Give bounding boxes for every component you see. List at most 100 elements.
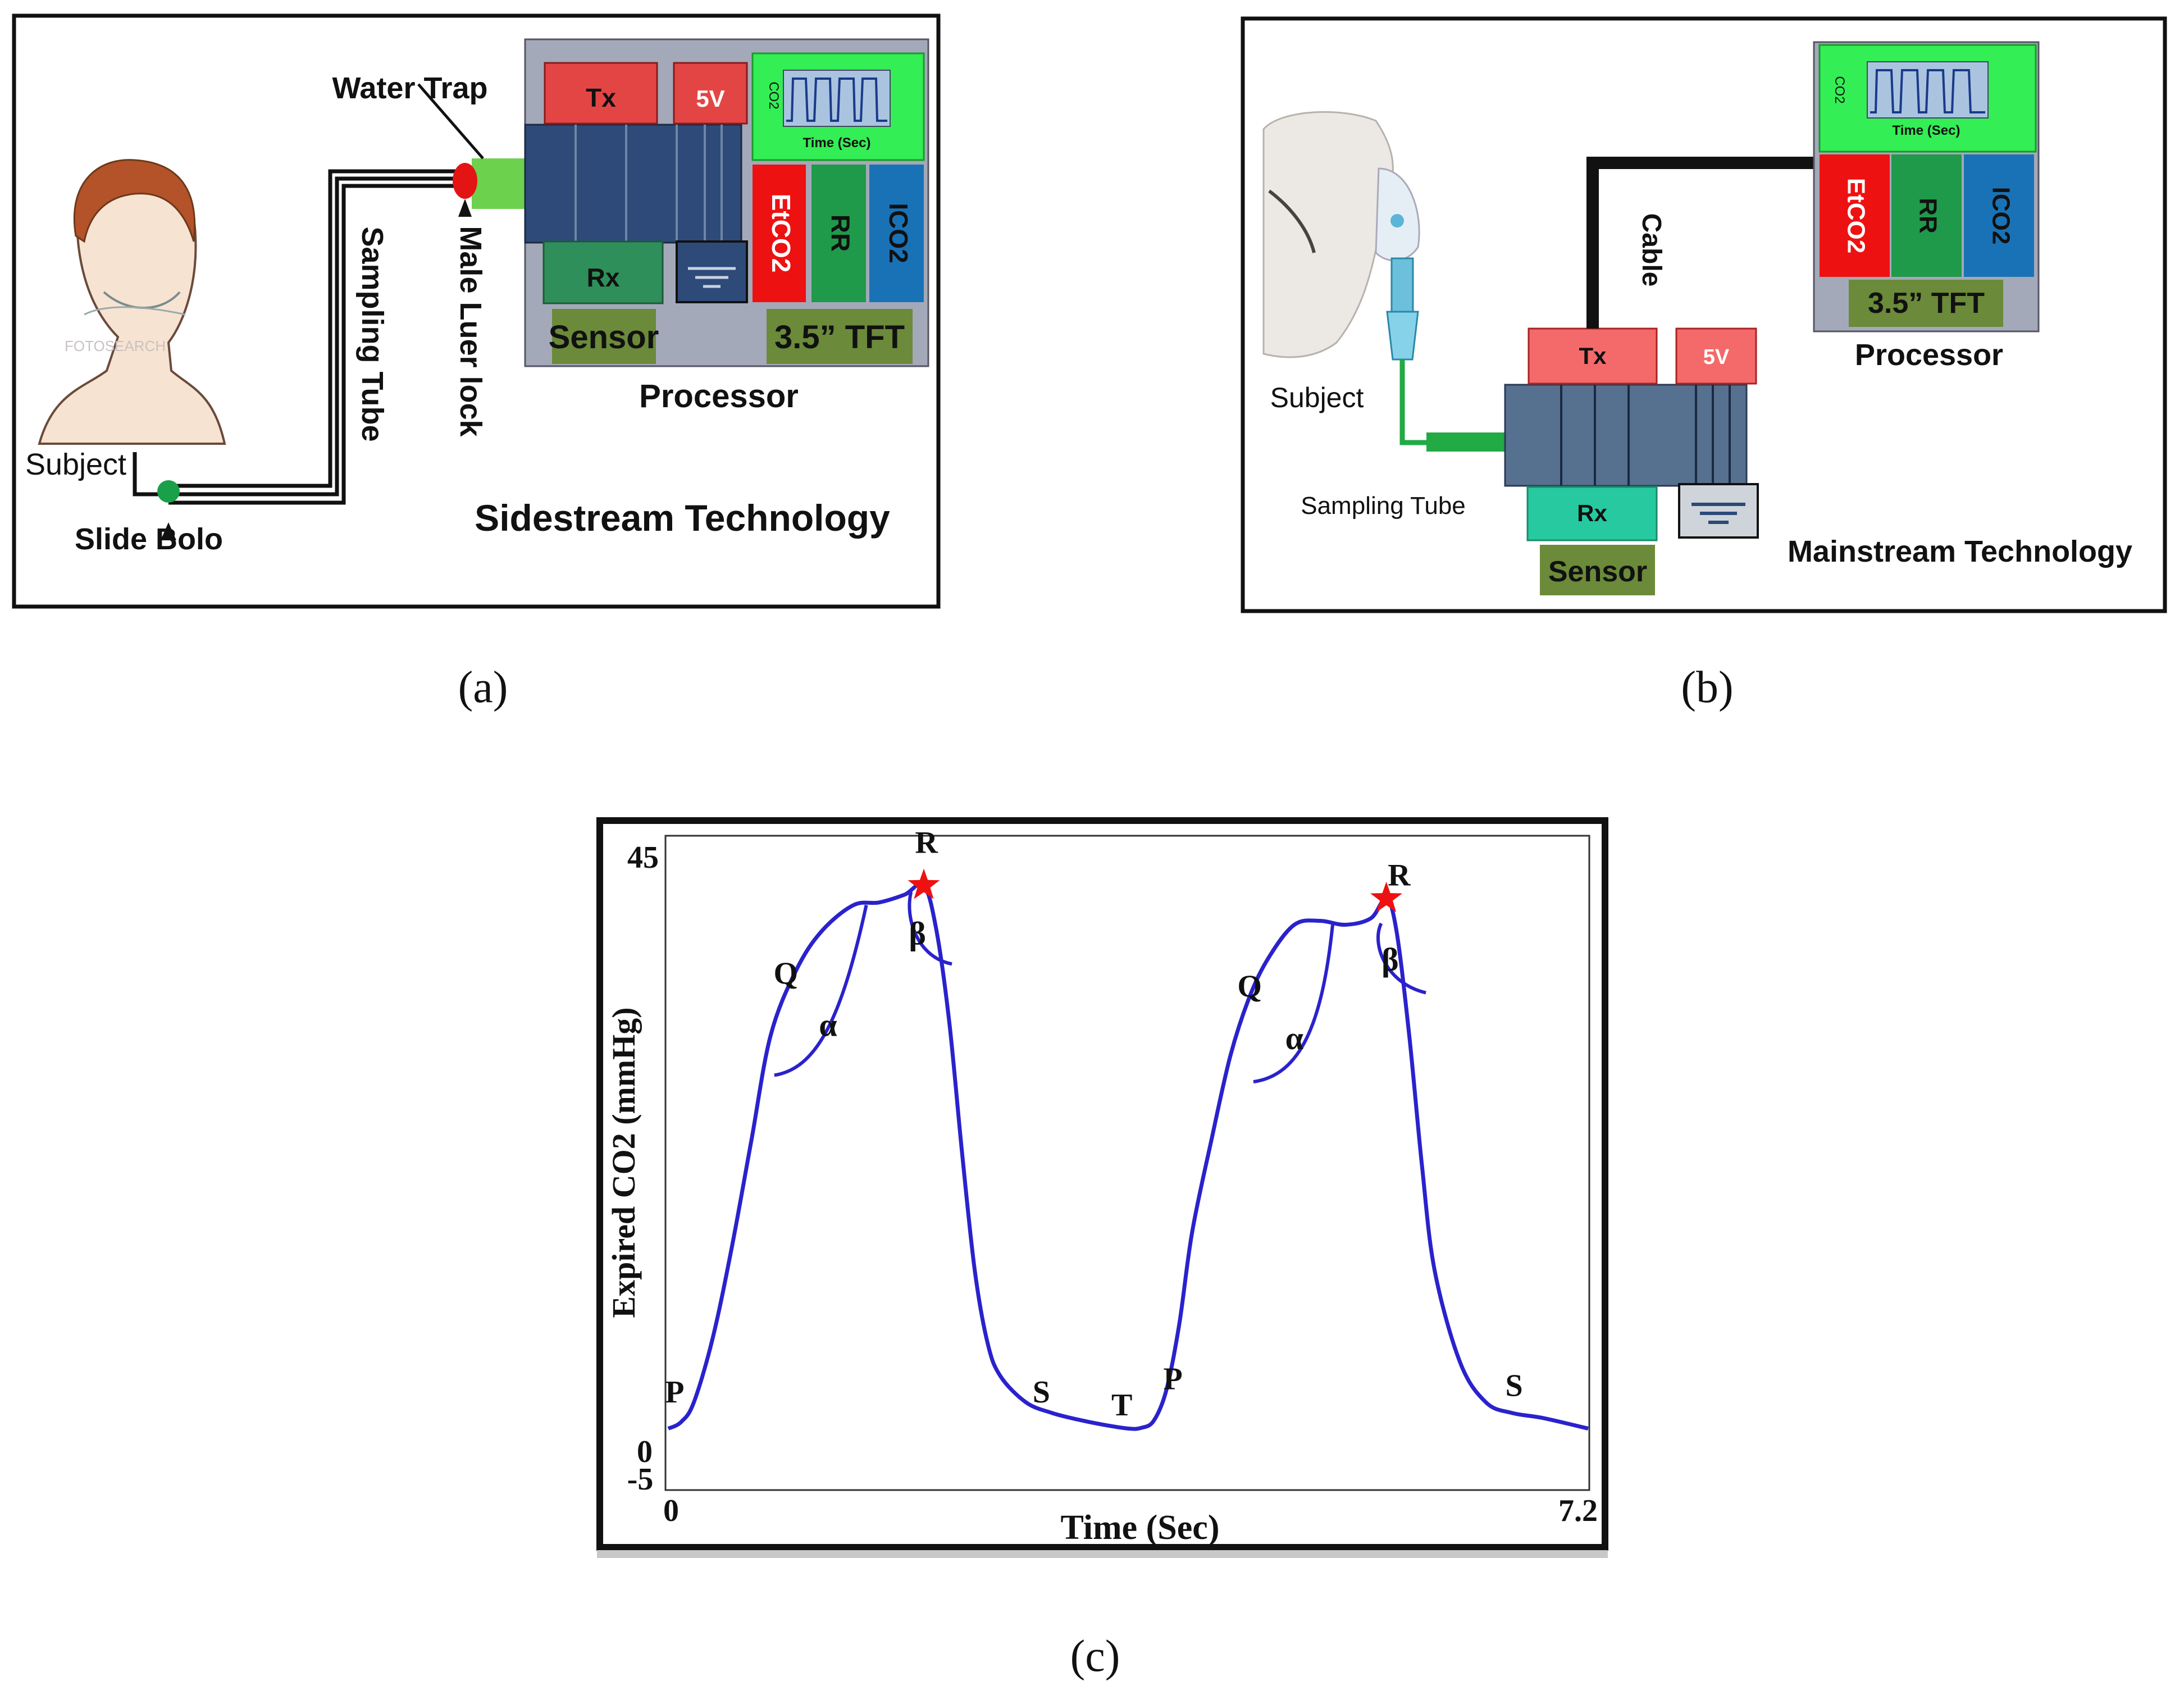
male-luer-lock-connector	[453, 163, 477, 199]
subject-label-b: Subject	[1270, 382, 1364, 413]
subject-label: Subject	[25, 448, 126, 481]
rr-tile-b	[1891, 154, 1962, 277]
plot-area	[664, 835, 1590, 1491]
slide-bolo-arrow	[161, 522, 176, 540]
rx-box	[542, 240, 664, 304]
annotation-2: Q	[774, 956, 799, 991]
y-axis-label: Expired CO2 (mmHg)	[605, 1007, 642, 1318]
processor-label: Processor	[639, 378, 799, 414]
subject-head-illustration: FOTOSEARCH	[38, 159, 226, 445]
ico2-label: ICO2	[884, 203, 913, 263]
capnogram-curve	[667, 882, 1589, 1431]
annotation-7: T	[1111, 1388, 1132, 1423]
screen-time-label-b: Time (Sec)	[1893, 123, 1960, 138]
caption-a: (a)	[458, 663, 508, 712]
cable-label: Cable	[1636, 213, 1666, 287]
screen-time-label: Time (Sec)	[803, 135, 871, 151]
tft-label: 3.5” TFT	[774, 319, 905, 356]
annotation-8: P	[1164, 1362, 1183, 1397]
5v-box-b	[1675, 327, 1757, 385]
ground-icon-b	[1691, 503, 1745, 524]
annotation-3: α	[819, 1007, 837, 1044]
cable-line	[1586, 157, 1820, 329]
peak-star-marker-2	[1370, 881, 1403, 913]
annotation-5: β	[909, 915, 926, 951]
sampling-tube-label: Sampling Tube	[355, 226, 389, 441]
annotation-10: α	[1285, 1020, 1303, 1056]
chart-frame-shadow	[597, 1550, 1608, 1558]
x-axis-label: Time (Sec)	[1061, 1509, 1220, 1547]
y-tick-label-max: 45	[627, 840, 659, 875]
rx-label: Rx	[587, 263, 620, 292]
sensor-label-b: Sensor	[1548, 555, 1647, 588]
beta-arc-1	[908, 891, 952, 966]
mainstream-connector	[1426, 432, 1505, 452]
etco2-label-b: EtCO2	[1842, 178, 1870, 253]
y-tick-label-zero: 0	[637, 1434, 653, 1469]
5v-box	[673, 62, 748, 125]
panel-b-mainstream: Subject Sampling Tube Sensor Tx 5V Rx Ca…	[1241, 16, 2167, 613]
annotation-1: P	[665, 1375, 684, 1410]
ground-symbol-box	[676, 240, 748, 303]
sensor-block-dividers	[575, 125, 723, 243]
subject-head-mask-illustration	[1262, 111, 1420, 361]
etco2-tile	[753, 165, 806, 302]
annotation-11: R	[1388, 858, 1411, 893]
rx-label-b: Rx	[1577, 500, 1607, 526]
y-tick-label-min: -5	[627, 1462, 654, 1497]
mini-capnogram-waveform	[786, 78, 887, 122]
water-trap-pointer	[417, 83, 484, 160]
sensor-block-b	[1504, 384, 1748, 487]
caption-b: (b)	[1681, 663, 1733, 712]
slide-bolo-marker	[157, 480, 180, 503]
sampling-tube-lines	[133, 169, 466, 505]
x-tick-label-min: 0	[663, 1493, 679, 1528]
tx-label: Tx	[586, 83, 616, 112]
x-tick-label-max: 7.2	[1558, 1493, 1598, 1528]
rr-tile	[811, 165, 866, 302]
tx-box	[544, 62, 658, 125]
tft-label-bg-b	[1849, 280, 2003, 327]
sensor-label-bg	[552, 309, 656, 364]
annotation-12: β	[1381, 941, 1399, 978]
caption-c: (c)	[1070, 1632, 1120, 1681]
alpha-arc-1	[774, 904, 868, 1077]
water-trap-label: Water Trap	[332, 71, 487, 105]
annotation-9: Q	[1237, 969, 1262, 1004]
etco2-tile-b	[1820, 154, 1890, 277]
ico2-label-b: ICO2	[1987, 187, 2014, 245]
ground-icon	[688, 267, 736, 288]
rx-box-b	[1526, 486, 1658, 541]
ground-symbol-box-b	[1678, 483, 1759, 539]
beta-arc-2	[1376, 922, 1426, 995]
annotation-4: R	[915, 825, 938, 860]
sensor-block-b-dividers	[1560, 385, 1731, 486]
processor-label-b: Processor	[1855, 338, 2003, 372]
tft-label-bg	[767, 309, 913, 364]
tx-label-b: Tx	[1579, 343, 1607, 369]
screen-co2-label: CO2	[766, 81, 781, 109]
annotation-13: S	[1505, 1368, 1522, 1403]
ico2-tile	[869, 165, 924, 302]
male-luer-lock-label: Male Luer lock	[454, 226, 487, 437]
watermark-text: FOTOSEARCH	[65, 338, 166, 354]
luer-lock-arrow	[458, 199, 472, 217]
etco2-label: EtCO2	[767, 194, 796, 273]
alpha-arc-2	[1253, 924, 1334, 1084]
technology-label-b: Mainstream Technology	[1788, 535, 2132, 568]
panel-a-sidestream: FOTOSEARCH	[12, 13, 941, 609]
sensor-label-bg-b	[1540, 545, 1655, 595]
sensor-label: Sensor	[549, 319, 659, 356]
technology-label: Sidestream Technology	[475, 497, 890, 539]
mainstream-tube	[1399, 359, 1426, 445]
peak-star-marker-1	[908, 868, 940, 899]
mini-capnogram-waveform-b	[1870, 69, 1985, 113]
tft-label-b: 3.5” TFT	[1868, 287, 1985, 320]
rr-label: RR	[826, 215, 855, 252]
screen-co2-label-b: CO2	[1832, 76, 1847, 103]
rr-label-b: RR	[1914, 198, 1941, 234]
annotation-6: S	[1033, 1375, 1050, 1410]
5v-label: 5V	[696, 85, 724, 112]
